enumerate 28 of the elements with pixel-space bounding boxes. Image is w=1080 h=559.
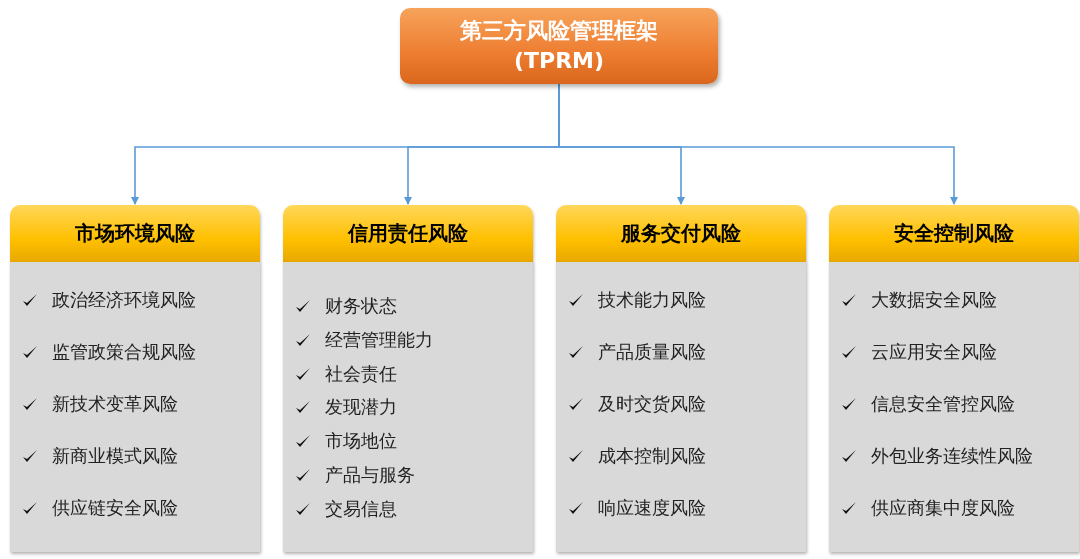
category-header: 信用责任风险 xyxy=(283,205,533,262)
risk-item: 社会责任 xyxy=(325,363,397,385)
category-header: 服务交付风险 xyxy=(556,205,806,262)
risk-item: 经营管理能力 xyxy=(325,329,433,351)
risk-item: 及时交货风险 xyxy=(598,393,706,415)
risk-item: 成本控制风险 xyxy=(598,445,706,467)
title-box xyxy=(400,8,718,84)
category-header: 安全控制风险 xyxy=(829,205,1079,262)
risk-item: 供应商集中度风险 xyxy=(871,497,1015,519)
risk-item: 技术能力风险 xyxy=(598,289,706,311)
risk-item: 监管政策合规风险 xyxy=(52,341,196,363)
risk-item: 响应速度风险 xyxy=(598,497,706,519)
title-text: 第三方风险管理框架 (TPRM) xyxy=(459,17,659,75)
risk-item: 云应用安全风险 xyxy=(871,341,997,363)
risk-item: 政治经济环境风险 xyxy=(52,289,196,311)
risk-item: 产品质量风险 xyxy=(598,341,706,363)
category-header: 市场环境风险 xyxy=(10,205,260,262)
risk-item: 产品与服务 xyxy=(325,464,415,486)
risk-item: 新技术变革风险 xyxy=(52,393,178,415)
risk-item: 交易信息 xyxy=(325,498,397,520)
risk-item: 发现潜力 xyxy=(325,396,397,418)
risk-item: 大数据安全风险 xyxy=(871,289,997,311)
risk-item: 市场地位 xyxy=(325,430,397,452)
risk-item: 外包业务连续性风险 xyxy=(871,445,1033,467)
risk-item: 新商业模式风险 xyxy=(52,445,178,467)
risk-item: 财务状态 xyxy=(325,295,397,317)
risk-item: 信息安全管控风险 xyxy=(871,393,1015,415)
risk-item: 供应链安全风险 xyxy=(52,497,178,519)
